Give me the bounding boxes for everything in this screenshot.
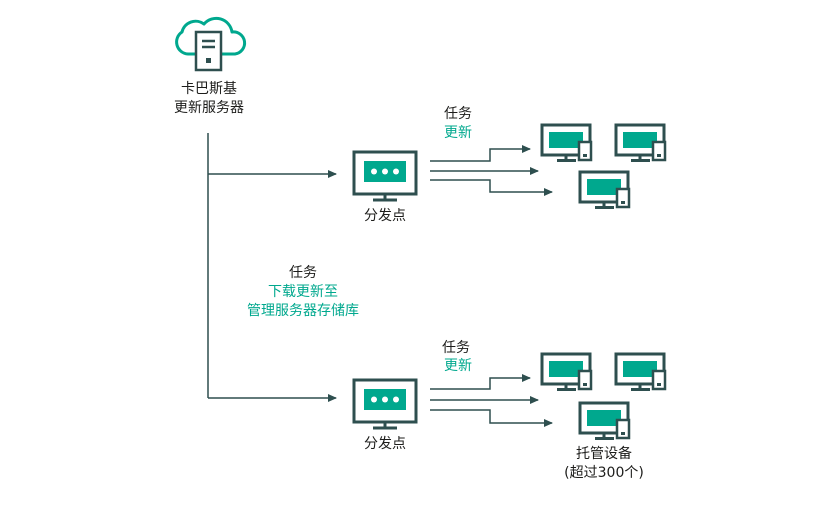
middle-task-desc-line2: 管理服务器存储库 [247, 303, 359, 319]
managed-device-icon [540, 352, 593, 391]
server-label-line2: 更新服务器 [174, 100, 244, 116]
managed-device-icon [614, 352, 667, 391]
server-label-line1: 卡巴斯基 [181, 81, 237, 97]
managed-device-icon [578, 170, 631, 209]
distribution-point-2-icon [352, 378, 418, 430]
managed-devices-note: (超过300个) [564, 465, 644, 481]
connector-lines [207, 133, 337, 402]
distribution-point-1-icon [352, 150, 418, 202]
fanout-arrows-bottom [430, 374, 553, 427]
top-task-name: 更新 [444, 125, 472, 141]
managed-device-icon [614, 123, 667, 162]
cloud-server-icon [175, 16, 247, 72]
fanout-arrows-top [430, 145, 553, 196]
top-task-label: 任务 [444, 106, 472, 122]
middle-task-desc-line1: 下载更新至 [268, 284, 338, 300]
bottom-task-label: 任务 [442, 340, 470, 356]
distribution-point-1-label: 分发点 [364, 208, 406, 224]
middle-task-label: 任务 [289, 265, 317, 281]
distribution-point-2-label: 分发点 [364, 436, 406, 452]
managed-device-icon [578, 401, 631, 440]
bottom-task-name: 更新 [444, 358, 472, 374]
managed-devices-label: 托管设备 [576, 446, 632, 462]
managed-device-icon [540, 123, 593, 162]
